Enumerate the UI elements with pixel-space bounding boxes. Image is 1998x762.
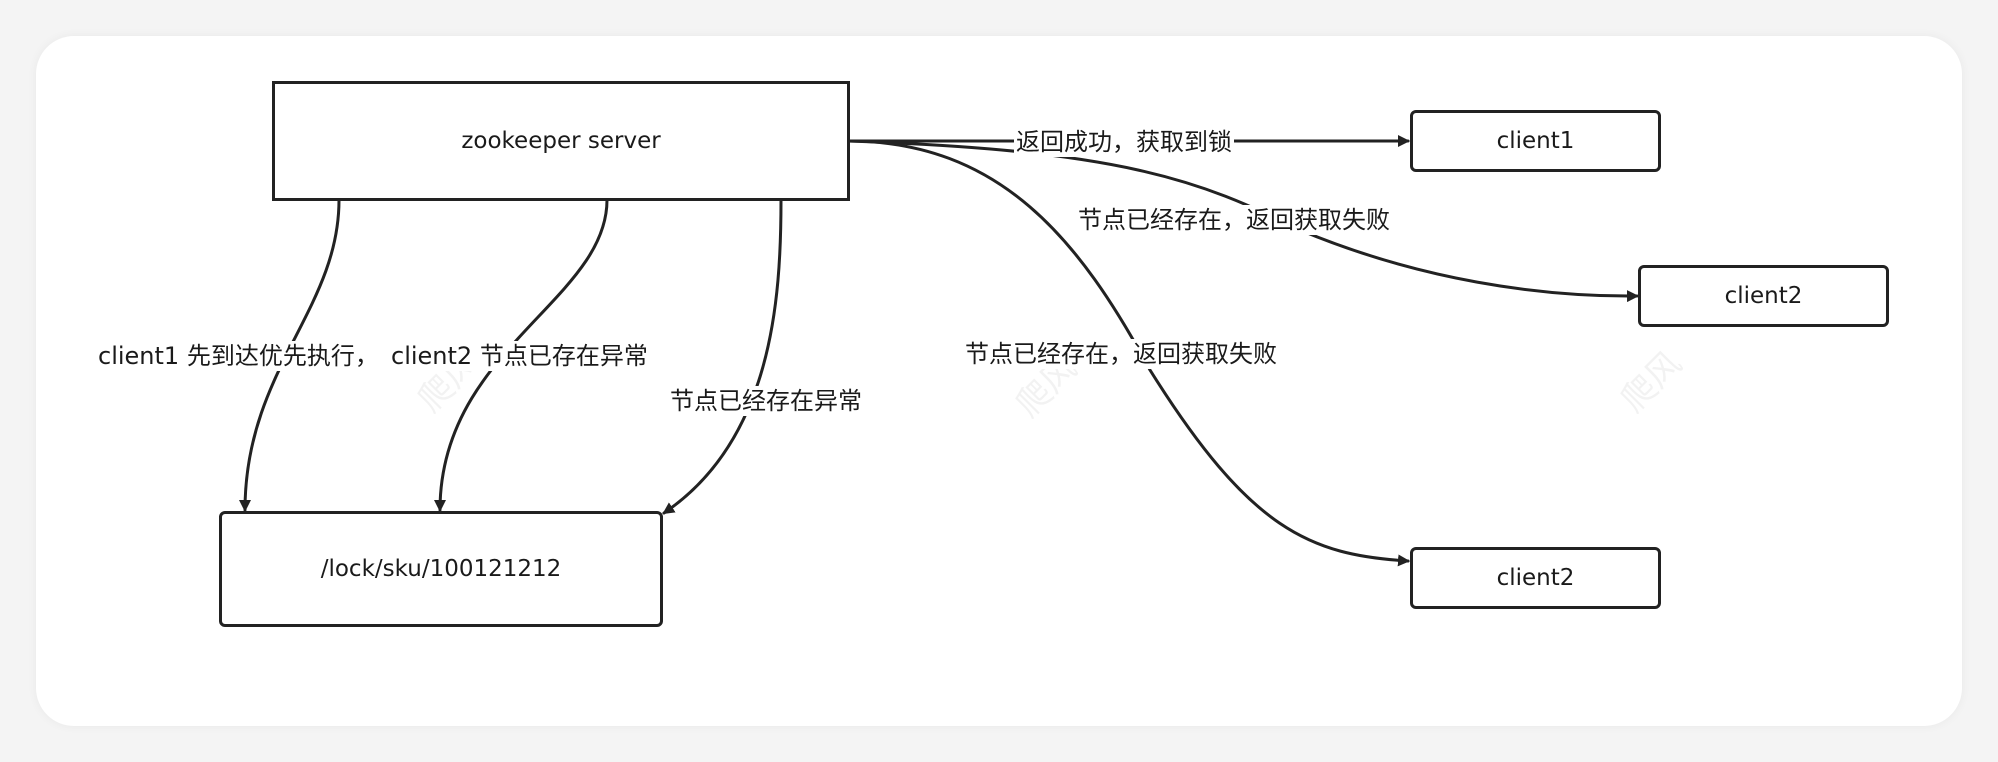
edge-server-to-lock-b [434,198,609,512]
edge-label-fail-upper: 节点已经存在，返回获取失败 [1076,205,1392,235]
lock-path-label: /lock/sku/100121212 [320,556,562,582]
edge-label-client2-exception: client2 节点已存在异常 [389,341,650,371]
edge-server-to-client2-lower [846,139,1410,567]
edge-label-node-exists-exception: 节点已经存在异常 [668,386,864,416]
edge-label-client1-first: client1 先到达优先执行， [96,341,381,371]
edge-server-to-lock-c [662,198,783,515]
client2-upper-node: client2 [1638,265,1889,327]
zookeeper-server-label: zookeeper server [461,128,661,154]
client2-lower-node: client2 [1410,547,1661,609]
client2-upper-label: client2 [1724,283,1803,309]
client1-label: client1 [1496,128,1575,154]
client2-lower-label: client2 [1496,565,1575,591]
zookeeper-server-node: zookeeper server [272,81,850,201]
client1-node: client1 [1410,110,1661,172]
edge-label-success: 返回成功，获取到锁 [1014,127,1234,157]
edge-label-fail-lower: 节点已经存在，返回获取失败 [963,339,1279,369]
lock-path-node: /lock/sku/100121212 [219,511,663,627]
